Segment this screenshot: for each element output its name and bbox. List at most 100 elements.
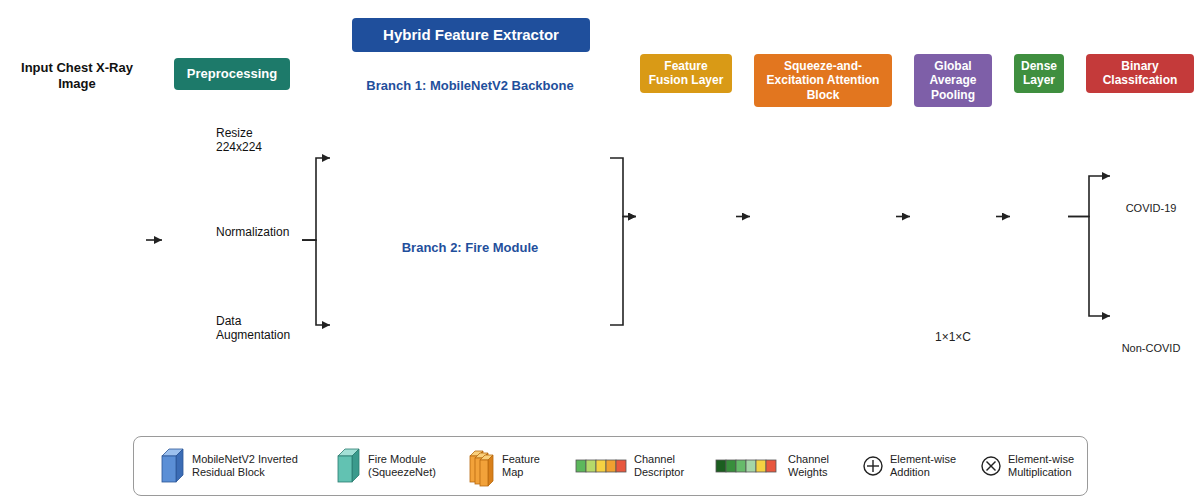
rect-part <box>763 191 771 247</box>
rect-part <box>336 127 356 197</box>
polygon-part <box>414 133 434 139</box>
preprocessing-panel: PreprocessingResize 224x224Normalization… <box>162 92 302 383</box>
polygon-part <box>370 155 376 162</box>
line-part <box>837 194 838 207</box>
rect-part <box>808 222 818 234</box>
path-part <box>18 303 136 370</box>
preprocessing-step: Data Augmentation <box>168 292 296 364</box>
circle-part <box>462 323 466 327</box>
path-part <box>206 348 211 356</box>
polygon-part <box>768 186 781 191</box>
rect-part <box>170 212 210 252</box>
line-part <box>966 215 996 216</box>
class-box: COVID-19 <box>1110 128 1192 224</box>
rect-part <box>200 241 202 246</box>
path-part <box>25 257 71 278</box>
circle-part <box>1021 125 1035 139</box>
circle-part <box>1021 237 1035 251</box>
circle-part <box>178 148 183 153</box>
node-label: 1×1×C <box>914 330 992 344</box>
line-part <box>1035 192 1068 272</box>
path-part <box>25 177 71 198</box>
path-part <box>1154 288 1181 334</box>
legend-entry: Element-wise Addition <box>862 437 970 495</box>
ellipse-part <box>79 154 125 298</box>
polygon-part <box>392 133 398 183</box>
polygon-part <box>696 201 703 207</box>
polygon-part <box>763 186 776 191</box>
line-part <box>676 215 690 216</box>
node-label: Resize 224x224 <box>216 108 296 172</box>
polygon-part <box>356 119 364 197</box>
dense-drawing <box>1010 48 1068 385</box>
legend-label: Channel Descriptor <box>634 437 700 495</box>
circle-part <box>1021 181 1035 195</box>
rect-part <box>494 303 508 353</box>
legend-entry: Fire Module (SqueezeNet) <box>332 437 448 495</box>
legend-label: MobileNetV2 Inverted Residual Block <box>192 437 312 495</box>
rect-part <box>852 130 864 142</box>
polygon-part <box>661 175 667 257</box>
line-part <box>846 215 859 216</box>
flow-arrow <box>302 158 330 240</box>
rect-part <box>946 299 960 318</box>
polygon-part <box>356 281 364 369</box>
polygon-part <box>378 133 398 139</box>
line-part <box>364 324 376 325</box>
circle-part <box>454 323 458 327</box>
line-part <box>1035 160 1068 240</box>
line-part <box>1035 192 1068 244</box>
polygon-part <box>428 297 434 353</box>
line-part <box>170 188 294 189</box>
line-part <box>1035 216 1068 272</box>
flow-arrow <box>1068 176 1110 217</box>
circle-part <box>864 457 882 475</box>
polygon-part <box>835 201 842 207</box>
rect-part <box>756 460 766 472</box>
rect-part <box>186 224 188 246</box>
rect-part <box>170 315 192 340</box>
line-part <box>1035 216 1068 240</box>
polygon-part <box>771 186 776 247</box>
polygon-part <box>494 133 514 139</box>
path-part <box>25 277 71 298</box>
rect-part <box>180 130 200 150</box>
path-part <box>1121 148 1148 194</box>
flow-arrow <box>146 239 162 241</box>
polygon-part <box>522 155 528 162</box>
line-part <box>516 324 528 325</box>
g-part <box>336 278 610 372</box>
preprocessing-step: Resize 224x224 <box>168 108 296 172</box>
legend-symbol <box>332 446 364 486</box>
rect-part <box>808 186 818 198</box>
line-part <box>834 212 842 220</box>
rect-part <box>187 319 208 343</box>
rect-part <box>946 242 960 261</box>
g-part <box>336 116 610 200</box>
panel-background <box>1010 48 1068 385</box>
path-part <box>25 297 71 318</box>
line-part <box>784 215 807 216</box>
line-part <box>834 212 842 220</box>
panel-background <box>8 52 146 383</box>
branch1-drawing <box>330 78 610 238</box>
path-part <box>83 257 129 278</box>
legend-entry: Channel Weights <box>714 437 850 495</box>
line-part <box>1035 240 1068 244</box>
ellipse-part <box>191 322 203 339</box>
rect-part <box>193 228 195 246</box>
line-part <box>694 215 704 216</box>
polygon-part <box>414 297 434 303</box>
polygon-part <box>658 175 674 181</box>
panel-header: Preprocessing <box>174 58 290 90</box>
line-part <box>878 215 896 216</box>
fusion-drawing <box>636 48 736 385</box>
line-part <box>1035 132 1068 192</box>
line-part <box>400 157 412 158</box>
legend-label: Feature Map <box>502 437 550 495</box>
polygon-part <box>797 133 803 140</box>
rect-part <box>946 186 960 205</box>
circle-part <box>982 457 1000 475</box>
line-part <box>987 462 996 471</box>
line-part <box>1035 240 1068 272</box>
